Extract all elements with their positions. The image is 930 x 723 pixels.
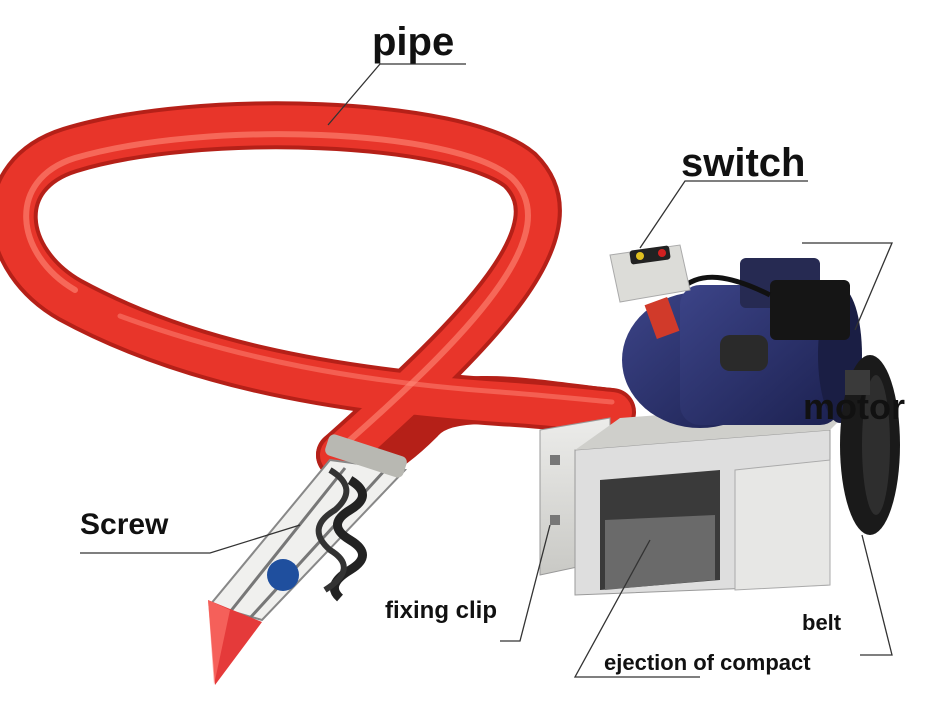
- pipe: [0, 101, 636, 486]
- fixing-clip-leader-line: [500, 524, 551, 642]
- pipe-label: pipe: [372, 20, 455, 64]
- motor-label: motor: [803, 386, 905, 427]
- motor-leader-line: [802, 242, 893, 331]
- hopper-housing: [539, 400, 860, 596]
- belt-label: belt: [802, 610, 842, 635]
- screw-label: Screw: [80, 508, 169, 541]
- ejection-label: ejection of compact: [604, 650, 811, 675]
- switch-box: [609, 244, 691, 303]
- pipe-leader-line: [327, 63, 466, 126]
- belt-leader-line: [860, 534, 893, 656]
- ejection-leader-line: [573, 539, 700, 678]
- switch-label: switch: [681, 141, 806, 185]
- switch-leader-line: [639, 180, 808, 249]
- motor-body: [622, 258, 862, 428]
- fixing-clip-label: fixing clip: [385, 597, 498, 624]
- leader-lines: [80, 63, 893, 678]
- belt-wheel: [840, 355, 900, 535]
- screw-assembly: [208, 434, 408, 685]
- screw-leader-line: [80, 524, 301, 554]
